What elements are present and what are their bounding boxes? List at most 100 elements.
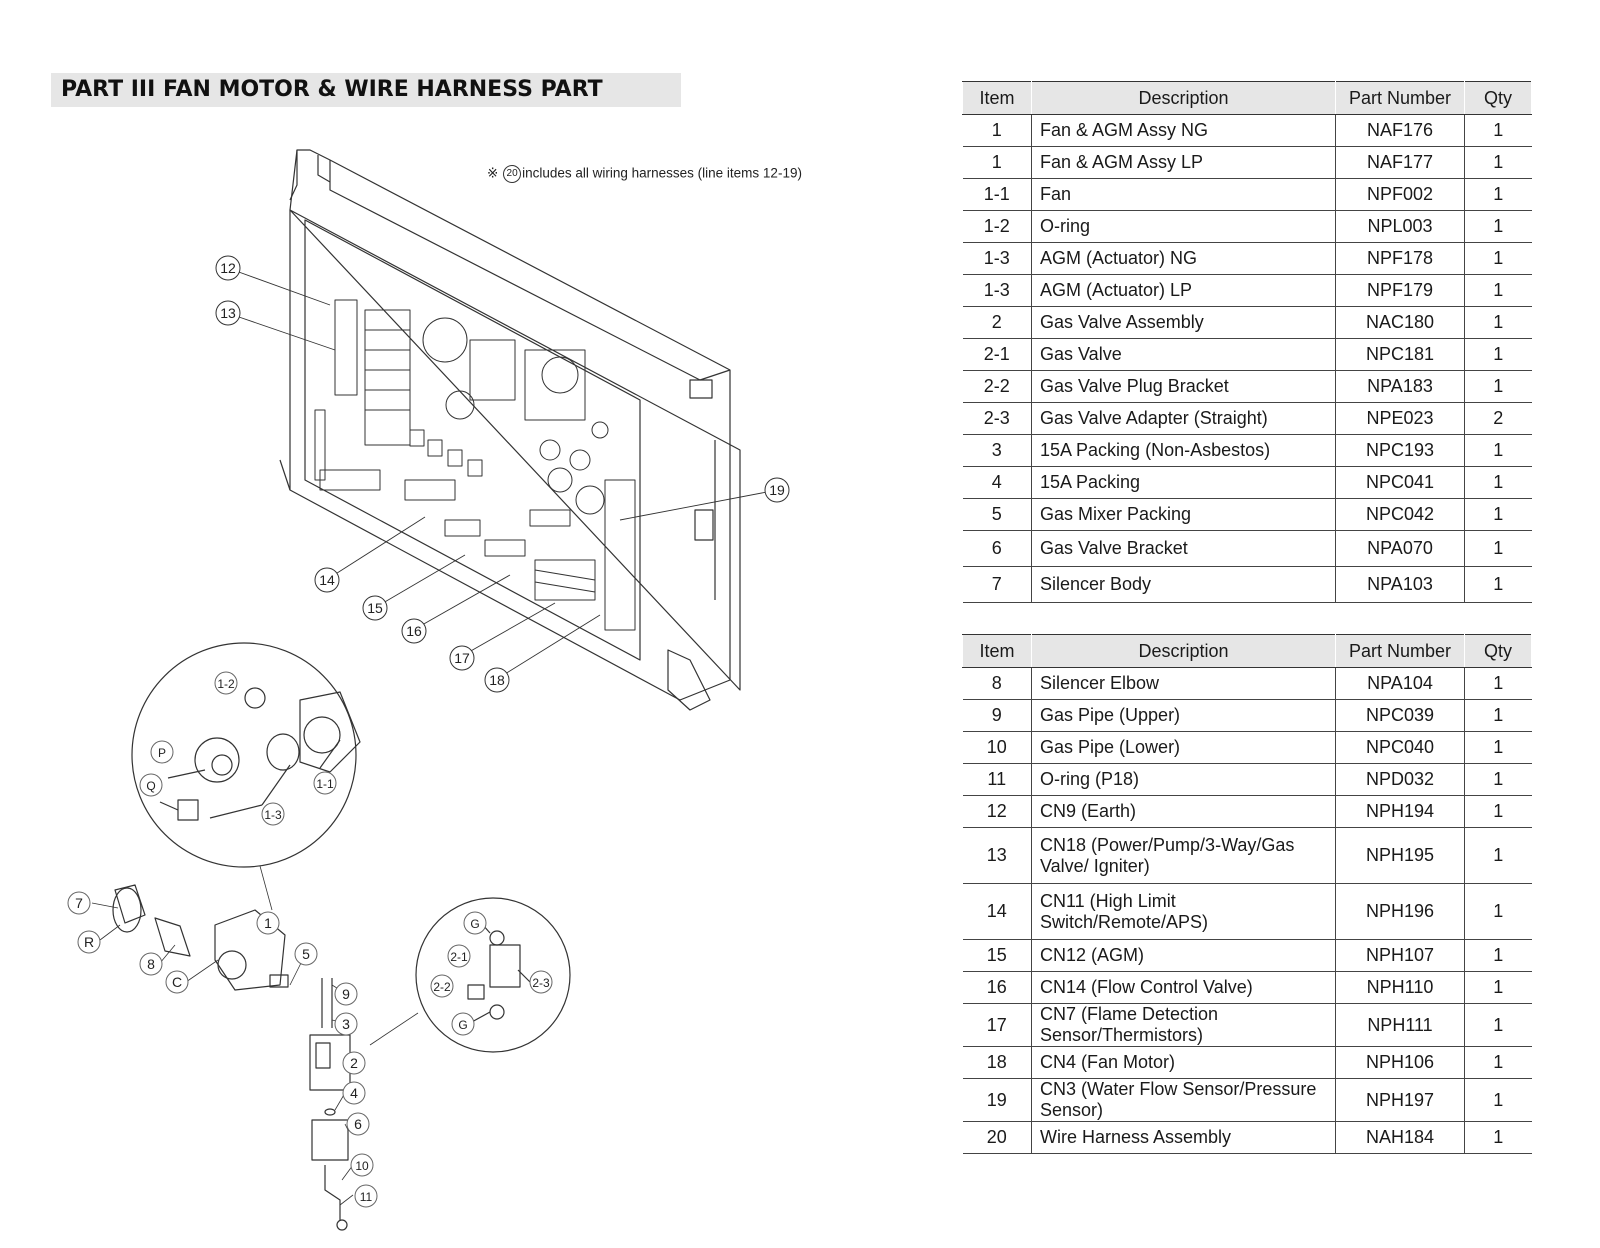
cell-qty: 1 xyxy=(1464,370,1532,403)
cell-qty: 1 xyxy=(1464,274,1532,307)
cell-part-number: NPC181 xyxy=(1335,338,1465,371)
callout-1: 1 xyxy=(256,911,280,935)
cell-item: 2-2 xyxy=(962,370,1032,403)
svg-text:1-2: 1-2 xyxy=(217,677,235,691)
callout-13: 13 xyxy=(215,300,241,326)
cell-item: 16 xyxy=(962,971,1032,1004)
cell-item: 1-3 xyxy=(962,274,1032,307)
cell-item: 15 xyxy=(962,939,1032,972)
callout-1-2: 1-2 xyxy=(214,671,238,695)
cell-part-number: NPH111 xyxy=(1335,1003,1465,1047)
cell-qty: 1 xyxy=(1464,795,1532,828)
cell-part-number: NPA104 xyxy=(1335,667,1465,700)
callout-5: 5 xyxy=(294,942,318,966)
cell-part-number: NPA103 xyxy=(1335,566,1465,603)
callout-10: 10 xyxy=(350,1153,374,1177)
cell-item: 4 xyxy=(962,466,1032,499)
cell-qty: 1 xyxy=(1464,1046,1532,1079)
header-description: Description xyxy=(1031,81,1336,115)
callout-P: P xyxy=(150,740,174,764)
table-header-row: Item Description Part Number Qty xyxy=(962,634,1532,668)
svg-text:2-1: 2-1 xyxy=(450,950,468,964)
cell-qty: 1 xyxy=(1464,939,1532,972)
svg-text:G: G xyxy=(458,1018,467,1032)
cell-item: 11 xyxy=(962,763,1032,796)
lower-assembly xyxy=(112,884,351,1231)
cell-part-number: NPH106 xyxy=(1335,1046,1465,1079)
callout-8: 8 xyxy=(139,952,163,976)
note-symbol: ※ xyxy=(487,165,499,181)
svg-text:G: G xyxy=(470,917,479,931)
cell-description: Silencer Body xyxy=(1031,566,1336,603)
callout-11: 11 xyxy=(354,1184,378,1208)
cell-qty: 1 xyxy=(1464,178,1532,211)
callout-9: 9 xyxy=(334,982,358,1006)
cell-description: Gas Mixer Packing xyxy=(1031,498,1336,531)
cell-item: 19 xyxy=(962,1078,1032,1122)
cell-item: 17 xyxy=(962,1003,1032,1047)
callout-C: C xyxy=(165,970,189,994)
callout-18: 18 xyxy=(484,667,510,693)
svg-text:2: 2 xyxy=(350,1055,358,1071)
fan-detail-circle xyxy=(131,642,361,868)
cell-description: CN9 (Earth) xyxy=(1031,795,1336,828)
callout-Q: Q xyxy=(139,773,163,797)
cell-qty: 1 xyxy=(1464,667,1532,700)
note-text: includes all wiring harnesses (line item… xyxy=(522,165,802,181)
header-part-number: Part Number xyxy=(1335,81,1465,115)
cell-description: CN7 (Flame Detection Sensor/Thermistors) xyxy=(1031,1003,1336,1047)
svg-text:15: 15 xyxy=(367,600,383,616)
cell-part-number: NPH197 xyxy=(1335,1078,1465,1122)
callout-3: 3 xyxy=(334,1012,358,1036)
svg-text:C: C xyxy=(172,974,182,990)
cell-part-number: NPC039 xyxy=(1335,699,1465,732)
cell-qty: 1 xyxy=(1464,466,1532,499)
callout-2-1: 2-1 xyxy=(447,944,471,968)
cell-description: CN12 (AGM) xyxy=(1031,939,1336,972)
callout-1-1: 1-1 xyxy=(313,771,337,795)
header-part-number: Part Number xyxy=(1335,634,1465,668)
cell-item: 2 xyxy=(962,306,1032,339)
cell-part-number: NPC193 xyxy=(1335,434,1465,467)
cell-part-number: NPL003 xyxy=(1335,210,1465,243)
svg-text:19: 19 xyxy=(769,482,785,498)
cell-item: 20 xyxy=(962,1121,1032,1154)
cell-part-number: NPD032 xyxy=(1335,763,1465,796)
cell-part-number: NPE023 xyxy=(1335,402,1465,435)
table-header-row: Item Description Part Number Qty xyxy=(962,81,1532,115)
svg-text:1-1: 1-1 xyxy=(316,777,334,791)
svg-text:16: 16 xyxy=(406,623,422,639)
cell-description: Wire Harness Assembly xyxy=(1031,1121,1336,1154)
header-description: Description xyxy=(1031,634,1336,668)
svg-text:Q: Q xyxy=(146,779,155,793)
cell-item: 9 xyxy=(962,699,1032,732)
svg-text:2-2: 2-2 xyxy=(433,980,451,994)
cell-description: Silencer Elbow xyxy=(1031,667,1336,700)
cell-item: 2-1 xyxy=(962,338,1032,371)
cell-qty: 1 xyxy=(1464,1078,1532,1122)
cell-description: Fan xyxy=(1031,178,1336,211)
cell-item: 5 xyxy=(962,498,1032,531)
header-item: Item xyxy=(962,81,1032,115)
svg-text:2-3: 2-3 xyxy=(532,976,550,990)
note-circled-number: 20 xyxy=(503,165,522,183)
svg-text:P: P xyxy=(158,746,166,760)
svg-text:4: 4 xyxy=(350,1085,358,1101)
cell-item: 1-2 xyxy=(962,210,1032,243)
cell-qty: 1 xyxy=(1464,699,1532,732)
cell-description: CN3 (Water Flow Sensor/Pressure Sensor) xyxy=(1031,1078,1336,1122)
cell-item: 13 xyxy=(962,827,1032,884)
